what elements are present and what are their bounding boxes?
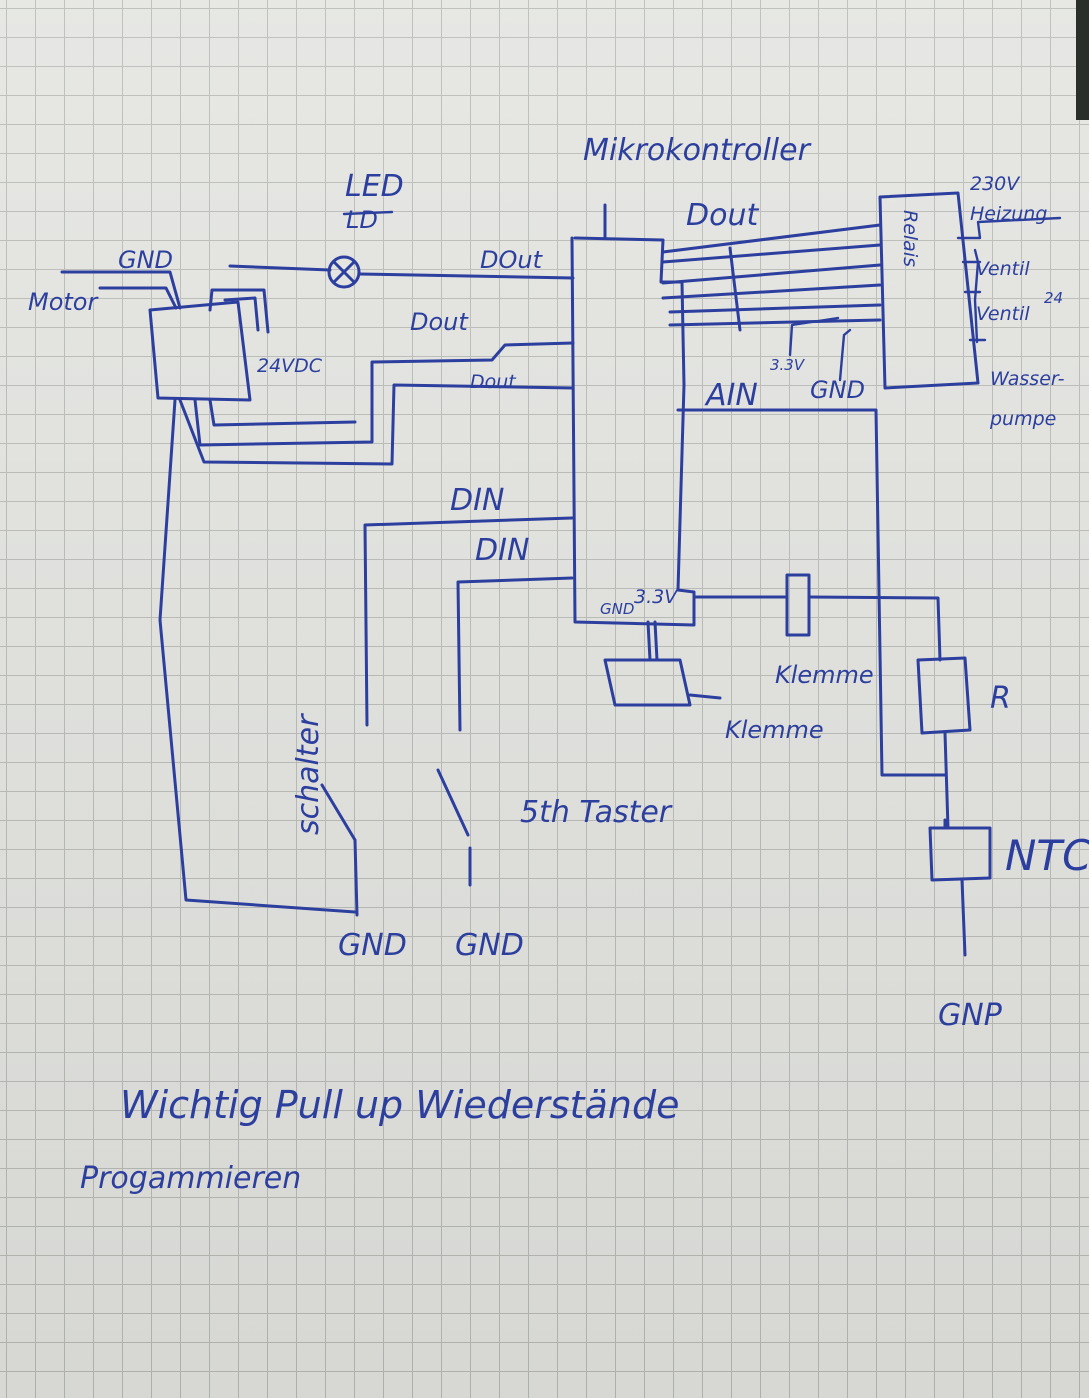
klemme-1-label: Klemme (775, 661, 874, 689)
heizung-label: Heizung (970, 203, 1047, 225)
ain-sensor-circuit: AIN Klemme R NTC GNP (676, 378, 1089, 1033)
taster-label: 5th Taster (520, 795, 673, 830)
wasserpumpe-label-1: Wasser- (990, 368, 1065, 390)
mcu-power-terminal: GND 3.3V Klemme (600, 586, 824, 744)
microcontroller: Mikrokontroller (570, 133, 812, 627)
wasserpumpe-label-2: pumpe (989, 408, 1056, 430)
v33-mcu-label: 3.3V (634, 586, 679, 608)
din-2-label: DIN (475, 533, 529, 568)
v33-relay-label: 3.3V (770, 356, 806, 374)
note-line-1: Wichtig Pull up Wiederstände (120, 1083, 679, 1127)
gnd-taster-label: GND (455, 928, 524, 963)
dout-top-label: Dout (686, 198, 759, 233)
din-1-label: DIN (450, 483, 504, 518)
gnd-schalter-label: GND (338, 928, 407, 963)
motor-label: Motor (28, 288, 99, 316)
dout-led-label: DOut (480, 246, 544, 274)
ventil-2-label: Ventil (976, 303, 1030, 325)
microcontroller-label: Mikrokontroller (583, 133, 812, 168)
dout-2-label: Dout (410, 308, 469, 336)
schalter-label: schalter (291, 713, 326, 835)
motor-gnd-label: GND (118, 246, 173, 274)
dout-3-label: Dout (470, 371, 517, 393)
led-label: LED (345, 169, 404, 204)
resistor-label: R (990, 681, 1011, 716)
relais-label: Relais (899, 210, 921, 267)
din-inputs: DIN DIN schalter 5th Taster GND GND (158, 398, 673, 963)
gnd-mcu-label: GND (600, 600, 634, 618)
photo-edge-shadow (1076, 0, 1089, 120)
led-strikeout-label: LD (346, 206, 378, 234)
v24-relay-label: 24 (1044, 289, 1063, 307)
ventil-1-label: Ventil (976, 258, 1030, 280)
supply-24vdc-label: 24VDC (257, 355, 323, 377)
motor-driver-block: GND Motor 24VDC (28, 246, 323, 402)
klemme-2-label: Klemme (725, 716, 824, 744)
v230-label: 230V (970, 173, 1021, 195)
ntc-label: NTC (1005, 831, 1089, 880)
ain-label: AIN (704, 378, 758, 413)
relay-block: Relais Dout 230V Heizung Ventil Ventil 2… (661, 173, 1065, 430)
gnd-ntc-label: GNP (938, 998, 1003, 1033)
led-circuit: LED LD DOut (228, 169, 575, 289)
note-line-2: Progammieren (80, 1161, 301, 1196)
gnd-relay-label: GND (810, 376, 865, 404)
motor-dout-wires: Dout Dout (178, 308, 575, 466)
handwritten-note: Wichtig Pull up Wiederstände Progammiere… (80, 1083, 679, 1196)
